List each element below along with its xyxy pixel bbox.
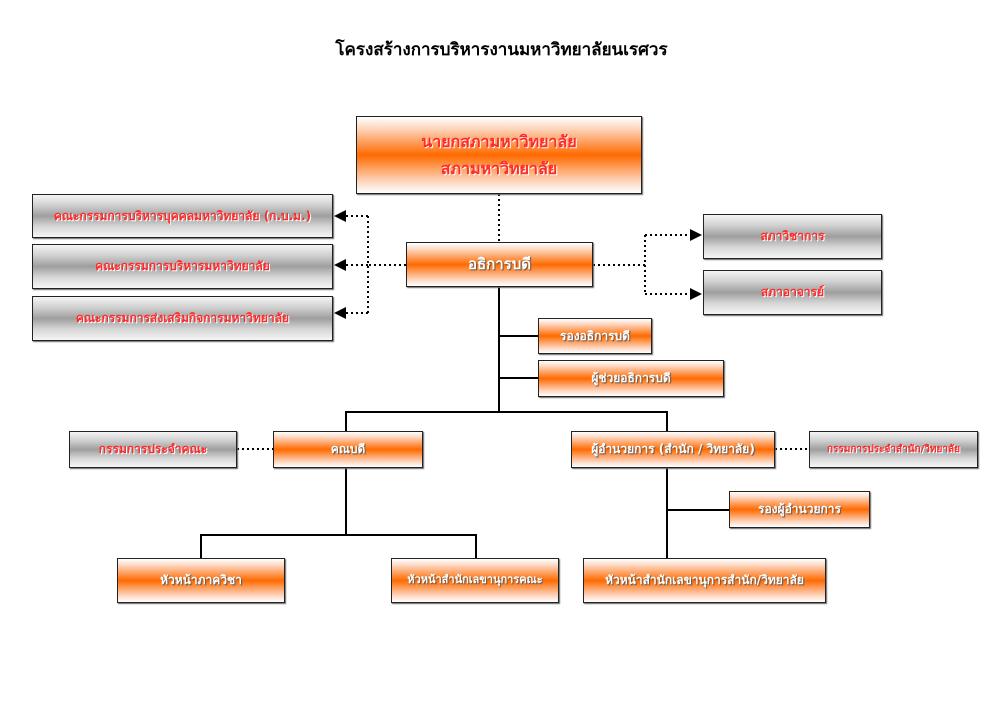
dean-box: คณบดี: [273, 431, 423, 468]
council-box: นายกสภามหาวิทยาลัย สภามหาวิทยาลัย: [356, 116, 642, 194]
dotted-right-trunk: [593, 235, 646, 294]
assistant-president-box: ผู้ช่วยอธิการบดี: [538, 360, 724, 397]
office-committee-box: กรรมการประจำสำนัก/วิทยาลัย: [809, 431, 978, 468]
academic-senate-box: สภาวิชาการ: [703, 214, 882, 259]
chart-title: โครงสร้างการบริหารงานมหาวิทยาลัยนเรศวร: [335, 40, 668, 60]
faculty-secretary-head-box: หัวหน้าสำนักเลขานุการคณะ: [391, 558, 559, 603]
president-box: อธิการบดี: [406, 242, 593, 287]
committee-admin-box: คณะกรรมการบริหารมหาวิทยาลัย: [32, 244, 333, 289]
committee-personnel-box: คณะกรรมการบริหารบุคคลมหาวิทยาลัย (ก.บ.ม.…: [32, 194, 333, 238]
faculty-committee-box: กรรมการประจำคณะ: [69, 431, 237, 468]
council-chair-label: นายกสภามหาวิทยาลัย: [421, 131, 577, 151]
council-label: สภามหาวิทยาลัย: [440, 159, 558, 178]
deputy-director-box: รองผู้อำนวยการ: [729, 491, 870, 528]
committee-promotion-box: คณะกรรมการส่งเสริมกิจการมหาวิทยาลัย: [32, 296, 333, 341]
dotted-left-trunk: [367, 216, 406, 313]
office-secretary-head-box: หัวหน้าสำนักเลขานุการสำนัก/วิทยาลัย: [583, 558, 826, 603]
faculty-senate-box: สภาอาจารย์: [703, 270, 882, 315]
director-box: ผู้อำนวยการ (สำนัก / วิทยาลัย): [571, 431, 775, 468]
line-dean-split: [200, 534, 477, 558]
vice-president-box: รองอธิการบดี: [538, 318, 652, 354]
department-head-box: หัวหน้าภาควิชา: [117, 558, 285, 603]
line-split: [345, 411, 668, 431]
